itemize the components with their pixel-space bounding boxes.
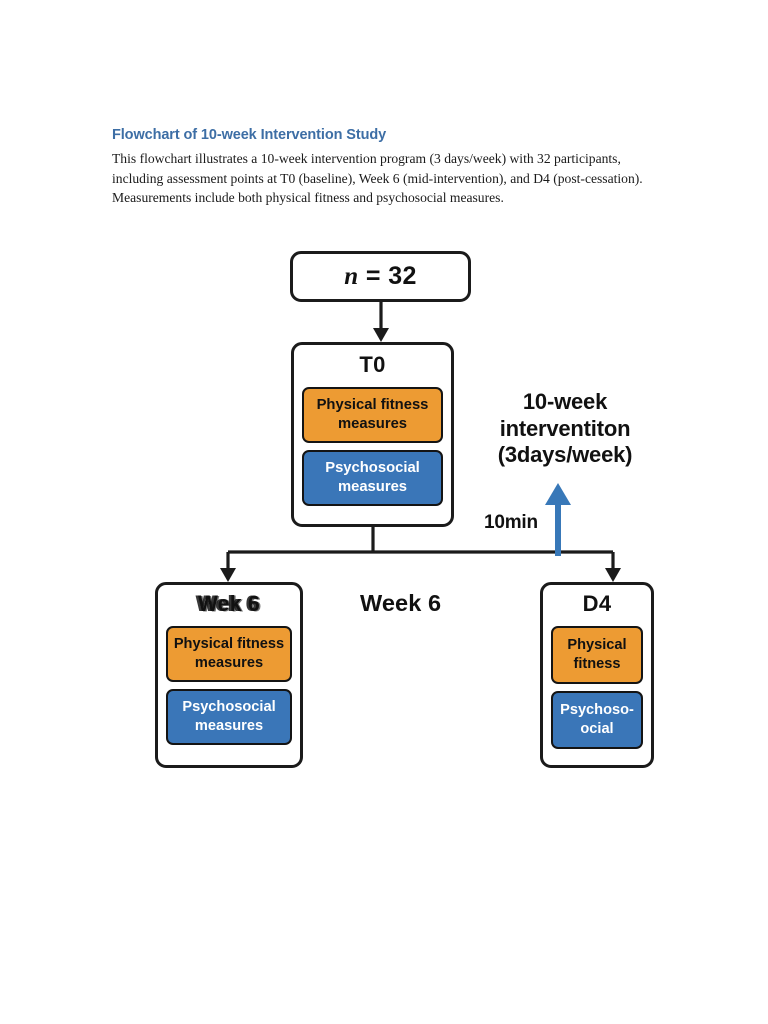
- intervention-duration-arrowhead: [545, 483, 571, 505]
- page-title: Flowchart of 10-week Intervention Study: [112, 127, 387, 143]
- t0-psychosocial-chip: Psychosocial measures: [302, 450, 443, 506]
- intervention-label-line-1: 10-week: [522, 389, 608, 414]
- arrowhead-to-week6: [220, 568, 236, 582]
- t0-physical-fitness-chip: Physical fitness measures: [302, 387, 443, 443]
- node-d4: D4 Physical fitness Psychoso-ocial: [540, 582, 654, 768]
- node-enrollment: n = 32: [290, 251, 471, 302]
- intervention-label-line-3: (3days/week): [497, 442, 633, 467]
- node-week6-header: Wek 6: [197, 591, 261, 616]
- node-t0-header: T0: [359, 352, 386, 377]
- node-d4-header: D4: [582, 591, 612, 616]
- week6-psychosocial-chip: Psychosocial measures: [166, 689, 292, 745]
- duration-label: 10min: [484, 512, 538, 533]
- arrowhead-to-t0: [373, 328, 389, 342]
- enrollment-count: = 32: [358, 262, 417, 290]
- d4-psychosocial-chip: Psychoso-ocial: [551, 691, 643, 749]
- enrollment-n-symbol: n: [344, 263, 359, 290]
- node-week6: Wek 6 Physical fitness measures Psychoso…: [155, 582, 303, 768]
- arrowhead-to-d4: [605, 568, 621, 582]
- week6-physical-fitness-chip: Physical fitness measures: [166, 626, 292, 682]
- node-enrollment-label: n = 32: [344, 262, 417, 291]
- page-description: This flowchart illustrates a 10-week int…: [112, 151, 643, 206]
- d4-physical-fitness-chip: Physical fitness: [551, 626, 643, 684]
- node-t0: T0 Physical fitness measures Psychosocia…: [291, 342, 454, 527]
- intervention-label-line-2: interventiton: [499, 415, 631, 441]
- midpoint-week6-label: Week 6: [360, 590, 442, 616]
- intervention-label: 10-week interventiton (3days/week): [472, 389, 658, 469]
